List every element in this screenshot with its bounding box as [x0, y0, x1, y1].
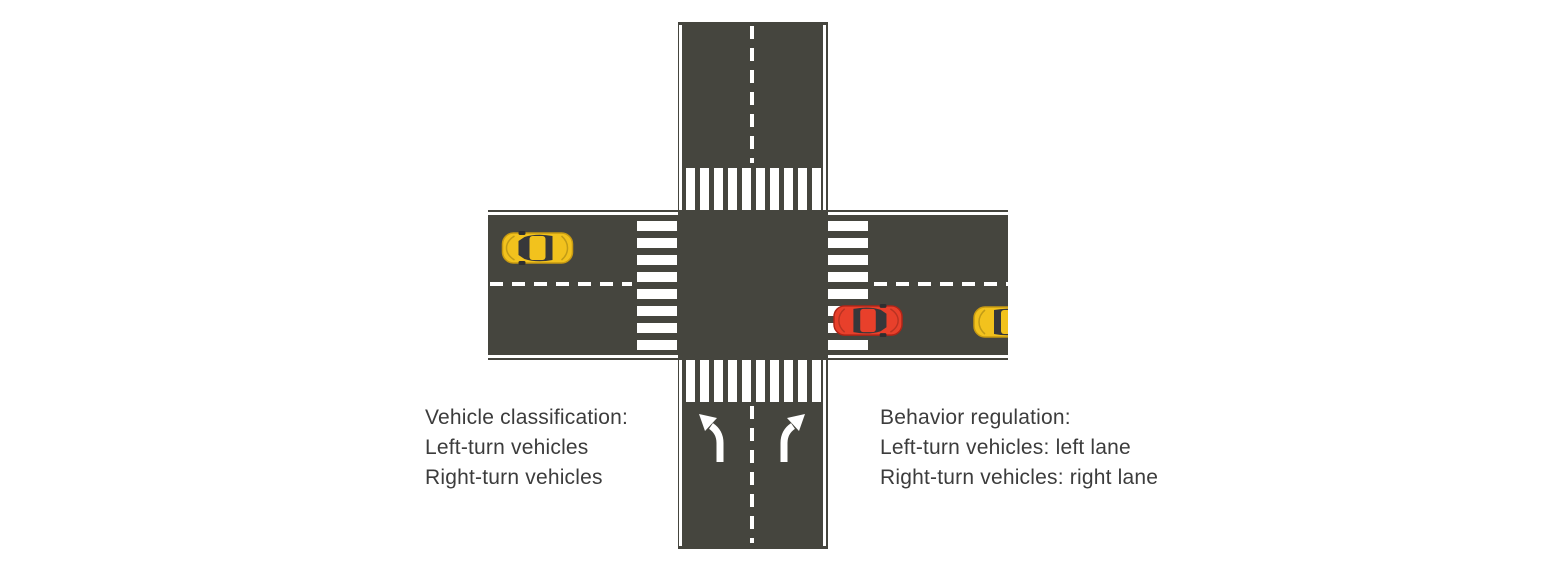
left-turn-arrow-marking — [697, 412, 727, 462]
car-top-view-icon — [501, 231, 574, 265]
edge-line-north-right — [823, 25, 826, 210]
right-turn-vehicles-label: Right-turn vehicles — [425, 466, 603, 489]
car-red-eastbound — [833, 303, 903, 338]
crosswalk-north — [686, 168, 821, 210]
edge-line-south-right — [823, 360, 826, 546]
left-turn-arrow-icon — [699, 414, 724, 462]
vehicle-classification-title: Vehicle classification: — [425, 406, 629, 429]
left-turn-vehicles-label: Left-turn vehicles — [425, 436, 589, 459]
car-top-view-icon — [973, 306, 1008, 338]
car-yellow-east-edge — [973, 305, 1008, 339]
vehicle-classification-annotation: Vehicle classification: Left-turn vehicl… — [425, 403, 628, 493]
center-line-south — [750, 406, 754, 543]
car-yellow-westbound — [501, 231, 574, 265]
behavior-regulation-annotation: Behavior regulation: Left-turn vehicles:… — [880, 403, 1158, 493]
car-top-view-icon — [833, 303, 903, 338]
edge-line-west-top — [488, 212, 678, 215]
left-turn-lane-rule-label: Left-turn vehicles: left lane — [880, 436, 1131, 459]
edge-line-west-bottom — [488, 355, 678, 358]
center-line-east — [874, 282, 1008, 286]
crosswalk-south — [686, 360, 821, 402]
edge-line-east-bottom — [828, 355, 1008, 358]
right-turn-arrow-marking — [777, 412, 807, 462]
crosswalk-west — [637, 221, 677, 351]
right-turn-lane-rule-label: Right-turn vehicles: right lane — [880, 466, 1159, 489]
edge-line-south-left — [679, 360, 682, 546]
right-turn-arrow-icon — [780, 414, 805, 462]
center-line-west — [490, 282, 632, 286]
edge-line-east-top — [828, 212, 1008, 215]
behavior-regulation-title: Behavior regulation: — [880, 406, 1071, 429]
center-line-north — [750, 26, 754, 163]
edge-line-north-left — [679, 25, 682, 210]
